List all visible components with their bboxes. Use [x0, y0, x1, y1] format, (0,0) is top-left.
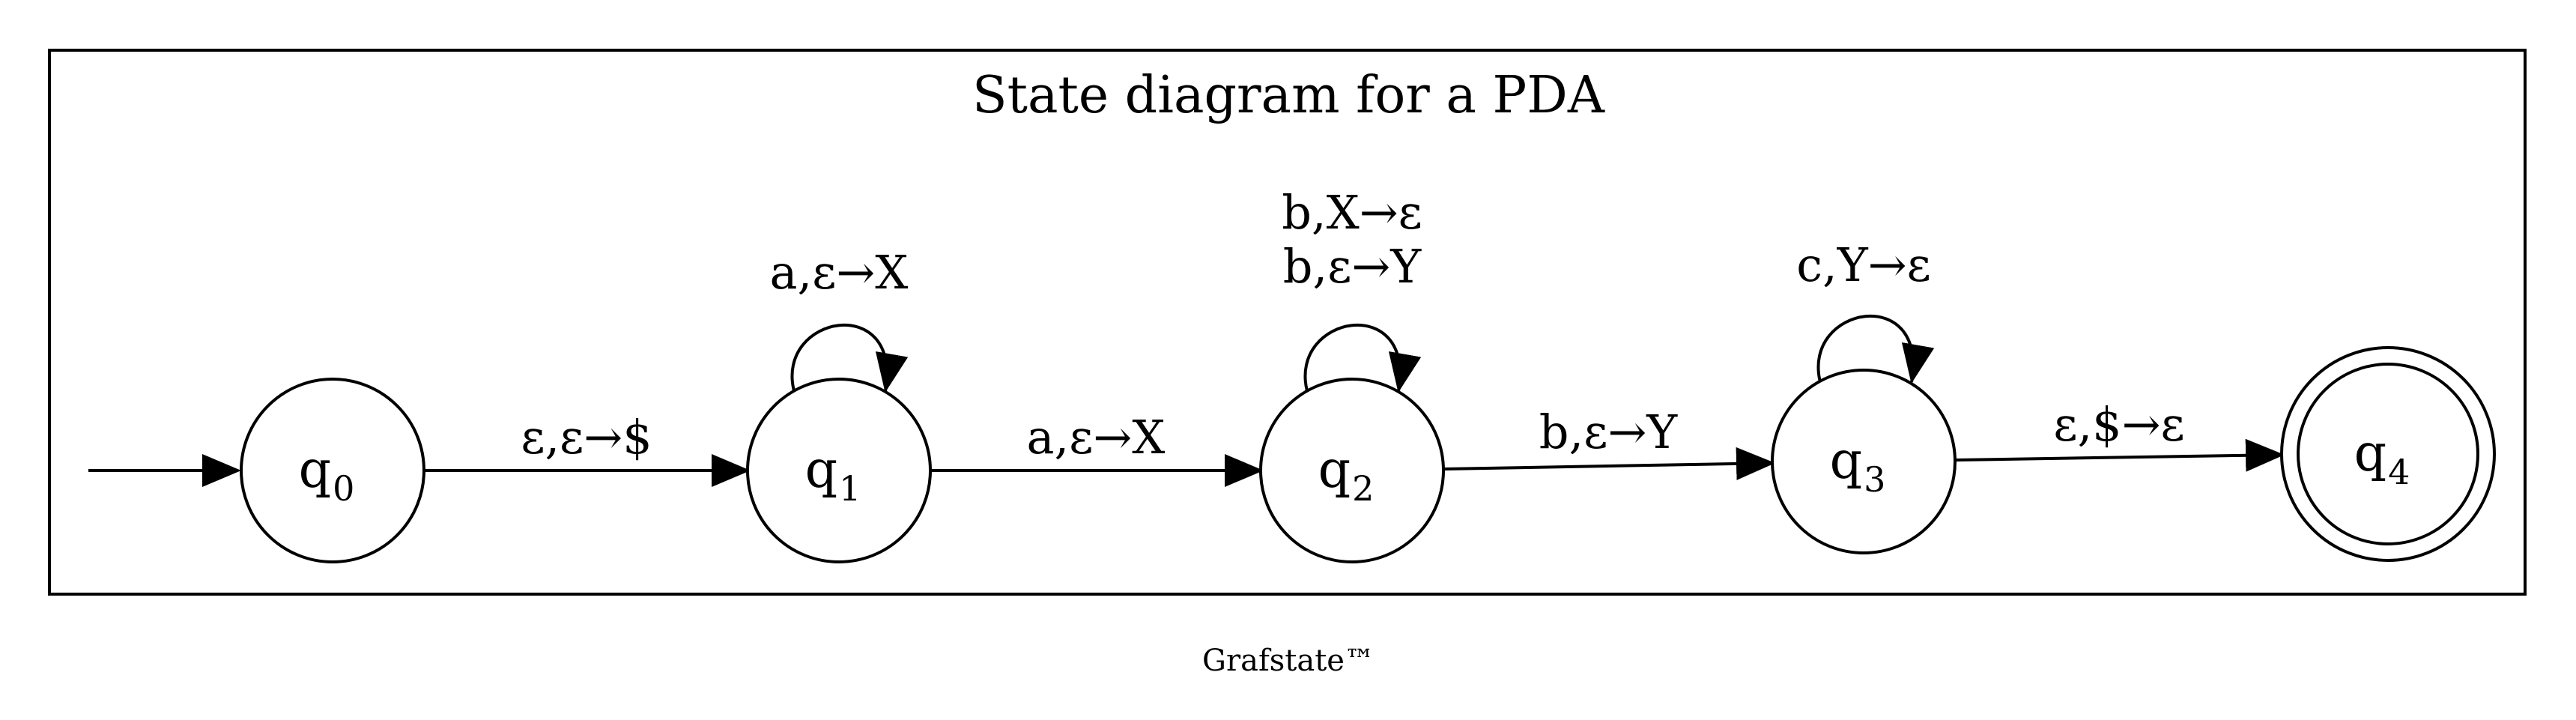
state-circle: [746, 378, 932, 563]
state-label: q2: [1318, 441, 1375, 509]
state-circle: [1259, 378, 1445, 563]
transition-q3-q4: [1954, 438, 2285, 472]
state-label: q3: [1830, 432, 1886, 500]
diagram-frame: [48, 49, 2527, 596]
self-loop-q3: [1816, 314, 1935, 384]
state-q0: q0: [240, 378, 425, 563]
state-circle: [240, 378, 425, 563]
transition-label: a,ε→X: [770, 245, 909, 300]
transition-label: c,Y→ε: [1796, 238, 1930, 292]
diagram-title: State diagram for a PDA: [972, 66, 1605, 125]
transition-label: a,ε→X: [1027, 410, 1166, 465]
state-q3: q3: [1771, 369, 1957, 554]
footer-brand: Grafstate™: [1202, 644, 1375, 678]
state-circle: [1771, 369, 1957, 554]
state-label: q4: [2354, 424, 2410, 492]
state-label: q1: [805, 441, 861, 509]
state-q2: q2: [1259, 378, 1445, 563]
state-q4: q4: [2280, 346, 2496, 562]
transition-label: b,ε→Y: [1283, 239, 1422, 294]
self-loop-q2: [1303, 323, 1422, 393]
state-label: q0: [299, 441, 355, 509]
transition-q2-q3: [1443, 447, 1775, 480]
start-arrow: [88, 454, 241, 487]
transition-label: b,ε→Y: [1539, 405, 1678, 459]
accepting-ring: [2297, 363, 2479, 545]
transition-label: ε,$→ε: [2053, 397, 2184, 452]
state-circle: [2280, 346, 2496, 562]
self-loop-q1: [790, 323, 909, 393]
transition-label: b,X→ε: [1282, 185, 1422, 240]
transition-label: ε,ε→$: [521, 410, 652, 465]
state-q1: q1: [746, 378, 932, 563]
